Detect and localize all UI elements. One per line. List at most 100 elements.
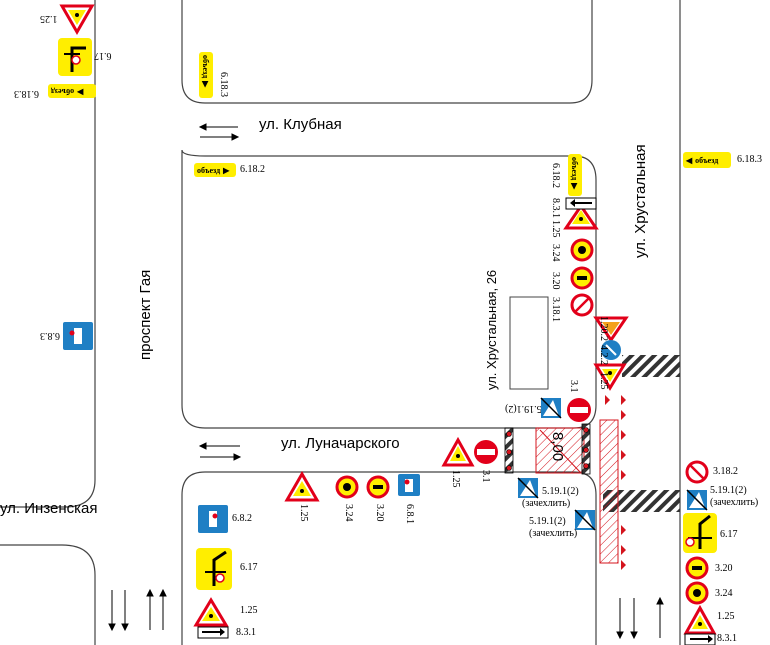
code-6-17-south: 6.17 <box>240 562 258 573</box>
code-1-25-lunacharskogo: 1.25 <box>450 470 461 488</box>
code-3-24-south-row: 3.24 <box>343 504 354 522</box>
road-works-sign-lunacharskogo <box>441 436 475 467</box>
crosswalk-sign-covered-2 <box>574 509 596 531</box>
crosswalk-sign-covered-1 <box>517 477 539 499</box>
no-overtaking-sign-south <box>335 475 359 499</box>
detour-scheme-sign-se <box>683 513 717 553</box>
code-1-25-east: 1.25 <box>550 220 561 238</box>
direction-plate-south <box>197 626 229 639</box>
note-cover: (зачехлить) <box>529 527 578 539</box>
detour-plate-text: объезд <box>197 165 221 175</box>
code-3-18-2: 3.18.2 <box>713 466 738 477</box>
dimension-line <box>539 429 581 473</box>
street-gaya: проспект Гая <box>137 269 154 360</box>
code-3-20-east: 3.20 <box>550 272 561 290</box>
note-5-19-1-2-first: 5.19.1(2) (зачехлить) <box>522 486 579 509</box>
road-works-sign-south-left <box>193 597 229 627</box>
code-3-24-se: 3.24 <box>715 588 733 599</box>
code-6-18-3-nw: 6.18.3 <box>14 88 39 99</box>
code-3-1-lunacharskogo: 3.1 <box>480 470 491 483</box>
lane-end-sign-west <box>63 322 93 350</box>
arrow-icon: ▶ <box>570 183 580 190</box>
note-5-19-1-2-east: 5.19.1(2) (зачехлить) <box>710 485 758 508</box>
road-works-sign-south-row <box>284 470 320 502</box>
keep-right-sign <box>601 340 621 360</box>
arrow-icon: ▶ <box>223 165 230 175</box>
code-6-8-1: 6.8.1 <box>404 504 415 524</box>
code-3-18-1: 3.18.1 <box>550 297 561 322</box>
arrow-icon: ◀ <box>77 86 84 96</box>
code-3-24-east: 3.24 <box>550 244 561 262</box>
curb-lines <box>0 0 681 645</box>
detour-plate-east-block: объезд ▶ <box>568 154 582 196</box>
direction-plate-se <box>684 633 716 645</box>
note-cover: (зачехлить) <box>522 497 571 509</box>
lane-end-sign-south <box>198 505 228 533</box>
street-lunacharskogo: ул. Луначарского <box>281 435 400 452</box>
road-works-sign-top-left <box>59 4 95 36</box>
code-6-18-3-klubnaya: 6.18.3 <box>218 72 229 97</box>
code-6-18-2: 6.18.2 <box>240 164 265 175</box>
code-8-3-1-east: 8.3.1 <box>550 198 561 218</box>
code-3-20-south-row: 3.20 <box>374 504 385 522</box>
no-entry-sign-lunacharskogo <box>474 440 498 464</box>
speed-limit-sign-east <box>570 266 594 290</box>
crosswalk-east-upper <box>622 355 680 377</box>
code-3-20-se: 3.20 <box>715 563 733 574</box>
note-cover: (зачехлить) <box>710 496 759 508</box>
detour-plate-text: объезд <box>201 55 211 79</box>
code-6-8-2: 6.8.2 <box>232 513 252 524</box>
arrow-icon: ▶ <box>201 81 211 88</box>
code-8-3-1-se: 8.3.1 <box>717 633 737 644</box>
code-6-8-3: 6.8.3 <box>40 330 60 341</box>
no-overtaking-sign-se <box>685 581 709 605</box>
code-5-19-1-2-corner: 5.19.1(2) <box>505 403 542 414</box>
code-1-25-south: 1.25 <box>240 605 258 616</box>
no-entry-sign-corner <box>567 398 591 422</box>
code-6-18-3-ne: 6.18.3 <box>737 154 762 165</box>
code-6-17-nw: 6.17 <box>94 50 112 61</box>
crosswalk-sign-covered-corner <box>540 397 562 419</box>
code-1-25-se: 1.25 <box>717 611 735 622</box>
detour-plate-ne: ◀ объезд <box>683 152 731 168</box>
street-klubnaya: ул. Клубная <box>259 116 342 133</box>
no-left-turn-sign <box>685 460 709 484</box>
building-address: ул. Хрустальная, 26 <box>484 269 499 390</box>
detour-scheme-sign-south <box>196 548 232 590</box>
detour-scheme-sign-nw <box>58 38 92 76</box>
traffic-arrows <box>108 123 664 640</box>
code-1-25-south-row: 1.25 <box>298 504 309 522</box>
lane-start-sign-south <box>398 474 420 496</box>
crosswalk-sign-covered-east <box>686 489 708 511</box>
building <box>509 296 549 390</box>
direction-plate-east <box>565 197 597 210</box>
code-1-25-crossing: 1.25 <box>598 372 609 390</box>
speed-limit-sign-se <box>685 556 709 580</box>
detour-plate-text: объезд <box>570 157 580 181</box>
road-works-sign-south-right <box>683 604 717 635</box>
code-6-17-se: 6.17 <box>720 529 738 540</box>
arrow-icon: ◀ <box>686 155 693 165</box>
speed-limit-sign-south <box>366 475 390 499</box>
note-code: 5.19.1(2) <box>529 516 566 527</box>
code-8-3-1-south: 8.3.1 <box>236 627 256 638</box>
detour-plate-text: объезд <box>695 155 719 165</box>
uneven-road-sign <box>593 316 629 343</box>
note-code: 5.19.1(2) <box>710 485 747 496</box>
barrier-lamps <box>506 427 589 471</box>
detour-plate-text: объезд <box>51 86 75 96</box>
work-zone-length: 8,00 <box>549 432 566 462</box>
no-overtaking-sign-east <box>570 238 594 262</box>
note-code: 5.19.1(2) <box>542 486 579 497</box>
note-5-19-1-2-second: 5.19.1(2) (зачехлить) <box>529 516 577 539</box>
code-1-20-2: 1.20.2 <box>598 316 609 341</box>
detour-plate-north-block: объезд ▶ <box>194 163 236 177</box>
detour-plate-klubnaya: объезд ▶ <box>199 52 213 98</box>
detour-plate-nw: объезд ◀ <box>48 84 96 98</box>
code-3-1-corner: 3.1 <box>568 380 579 393</box>
code-1-25-nw: 1.25 <box>40 13 58 24</box>
code-6-18-2-east: 6.18.2 <box>550 163 561 188</box>
code-4-2-2: 4.2.2 <box>598 345 609 365</box>
road-works-sign-crossing <box>593 363 627 391</box>
